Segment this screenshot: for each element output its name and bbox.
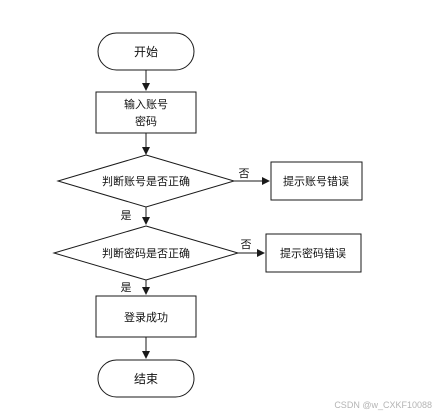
check-account-label: 判断账号是否正确 [102, 174, 190, 188]
account-no-label: 否 [239, 167, 250, 180]
input-label-line2: 密码 [135, 114, 157, 128]
login-success-label: 登录成功 [124, 310, 168, 324]
check-password-decision [52, 225, 240, 281]
account-yes-label: 是 [121, 209, 132, 222]
check-password-label: 判断密码是否正确 [102, 246, 190, 260]
end-terminator [97, 359, 195, 398]
password-error-box [265, 233, 362, 273]
input-label-line1: 输入账号 [124, 97, 168, 111]
login-success-box [95, 295, 197, 338]
password-error-label: 提示密码错误 [280, 246, 346, 260]
check-account-decision [56, 154, 236, 208]
end-label: 结束 [134, 372, 158, 386]
start-label: 开始 [134, 45, 158, 59]
account-error-box [270, 161, 363, 201]
csdn-watermark: CSDN @w_CXKF10088 [334, 400, 432, 410]
password-yes-label: 是 [121, 281, 132, 294]
input-process-box [95, 91, 197, 134]
account-error-label: 提示账号错误 [283, 174, 349, 188]
start-terminator [97, 32, 195, 71]
password-no-label: 否 [241, 238, 252, 251]
